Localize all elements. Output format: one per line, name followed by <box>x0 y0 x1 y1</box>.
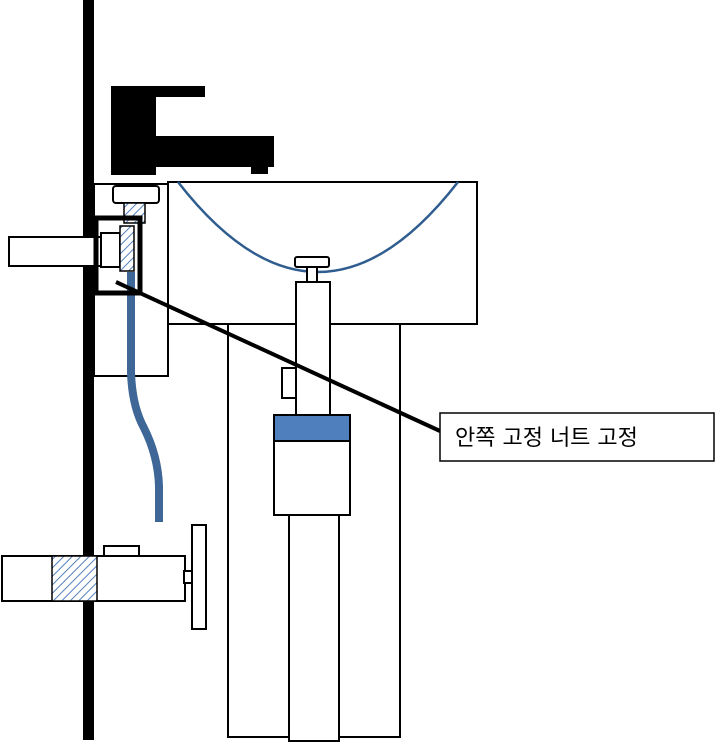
callout-label: 안쪽 고정 너트 고정 <box>455 426 638 451</box>
callout-box <box>439 412 715 462</box>
faucet-body <box>111 86 274 175</box>
basin-body <box>167 181 478 325</box>
inner-fixing-nut-highlight <box>93 215 143 296</box>
valve-spindle <box>183 570 193 584</box>
inner-fixing-nut <box>100 232 121 268</box>
drain-stopper-cap <box>294 256 330 268</box>
drain-pipe <box>295 281 331 416</box>
callout-leader-line <box>115 280 441 433</box>
valve-handle <box>191 524 207 630</box>
trap-lower-pipe <box>288 514 340 742</box>
trap-blue-band <box>273 414 351 442</box>
inner-thread-hatch <box>119 225 135 272</box>
overflow-tab <box>281 367 297 399</box>
flex-hose <box>127 272 163 522</box>
valve-threaded-section <box>51 555 98 602</box>
faucet-base-nut <box>112 185 160 204</box>
wall-line <box>83 0 94 740</box>
